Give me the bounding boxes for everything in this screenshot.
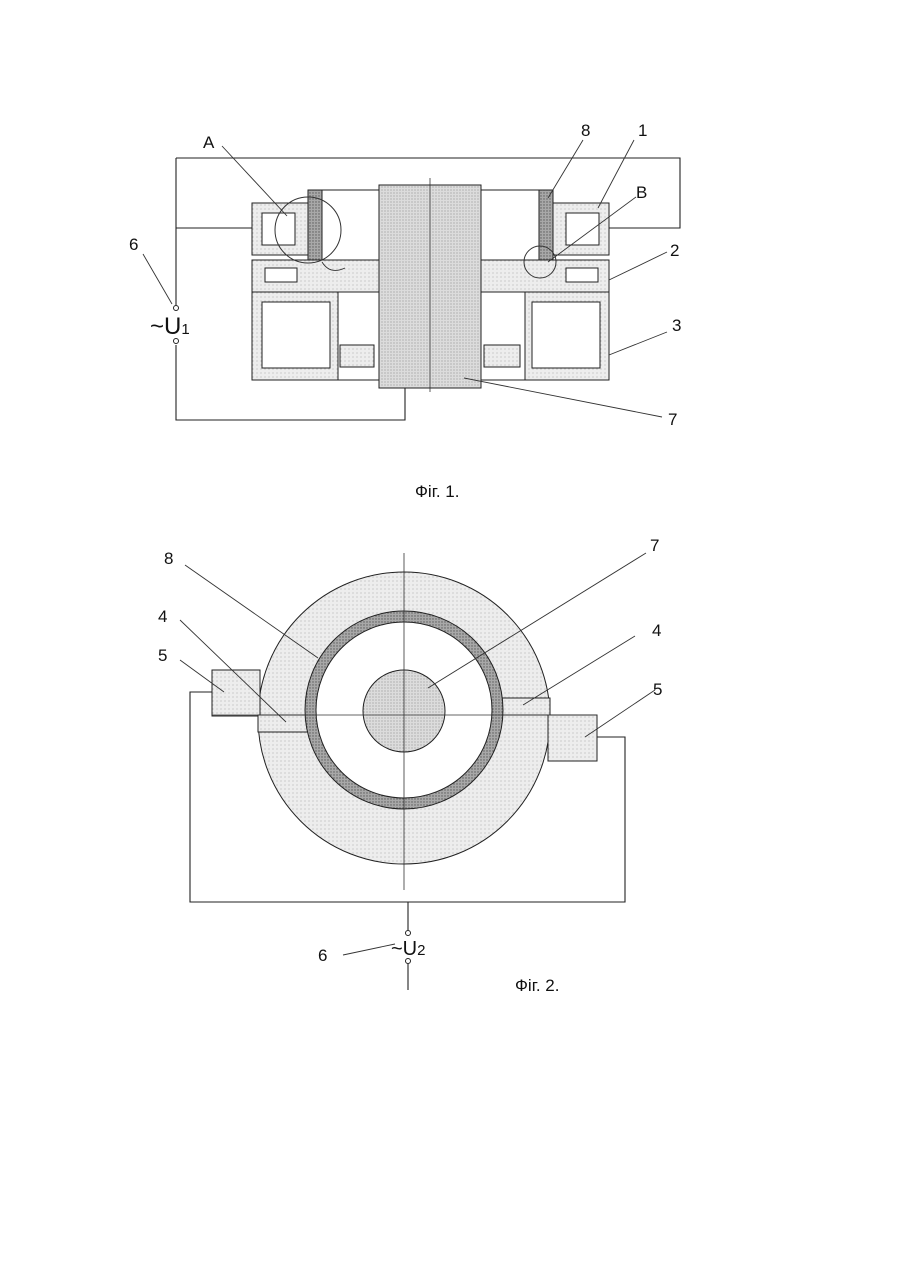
fig1-leader-8 xyxy=(548,140,583,198)
fig1-layer-3-window-right xyxy=(532,302,600,368)
fig1-sleeve-right xyxy=(539,190,553,260)
fig2-label-5-right: 5 xyxy=(653,680,662,699)
fig2-terminal-5-right xyxy=(548,715,597,761)
fig1-layer-2-slot-left xyxy=(265,268,297,282)
fig1-layer-2-slot-right xyxy=(566,268,598,282)
fig2-leader-6 xyxy=(343,944,395,955)
fig1-source-subscript: 1 xyxy=(181,321,189,338)
fig2-label-5-left: 5 xyxy=(158,646,167,665)
fig1-label-a: A xyxy=(203,133,215,152)
fig1-coil-left-window xyxy=(262,213,295,245)
fig1-caption: Фіг. 1. xyxy=(415,482,459,501)
fig1-leader-1 xyxy=(598,140,634,208)
fig1-label-2: 2 xyxy=(670,241,679,260)
fig1-sleeve-left xyxy=(308,190,322,260)
fig2-label-6: 6 xyxy=(318,946,327,965)
fig1-leader-6 xyxy=(143,254,172,304)
fig2-label-4-left: 4 xyxy=(158,607,167,626)
fig2-label-8: 8 xyxy=(164,549,173,568)
fig1-coil-right-window xyxy=(566,213,599,245)
fig2-terminal-top xyxy=(406,931,411,936)
fig1-leader-2 xyxy=(609,252,667,280)
fig1-leader-3 xyxy=(609,332,667,355)
fig1-label-b: B xyxy=(636,183,647,202)
fig1-source-label: ~U xyxy=(150,313,181,340)
fig2-label-4-right: 4 xyxy=(652,621,661,640)
fig2-caption: Фіг. 2. xyxy=(515,976,559,995)
figure-1: A B 1 2 3 6 7 8 ~U1 Фіг. 1. xyxy=(129,121,681,501)
fig1-layer-3-window-left xyxy=(262,302,330,368)
fig1-inner-block-right xyxy=(484,345,520,367)
fig2-source-subscript: 2 xyxy=(417,942,425,959)
fig1-label-8: 8 xyxy=(581,121,590,140)
fig1-label-6: 6 xyxy=(129,235,138,254)
fig2-label-7: 7 xyxy=(650,536,659,555)
fig2-source: ~U2 xyxy=(391,938,425,960)
fig1-inner-block-left xyxy=(340,345,374,367)
fig2-terminal-5-left xyxy=(212,670,260,716)
fig2-leader-5-right xyxy=(585,690,655,737)
fig2-source-label: ~U xyxy=(391,938,417,960)
fig1-terminal-top xyxy=(174,306,179,311)
fig1-source: ~U1 xyxy=(150,313,190,340)
fig1-label-3: 3 xyxy=(672,316,681,335)
fig1-leader-7 xyxy=(464,378,662,417)
fig1-label-1: 1 xyxy=(638,121,647,140)
figure-2: 8 7 4 4 5 5 6 ~U2 Фіг. 2. xyxy=(158,536,662,995)
fig1-label-7: 7 xyxy=(668,410,677,429)
